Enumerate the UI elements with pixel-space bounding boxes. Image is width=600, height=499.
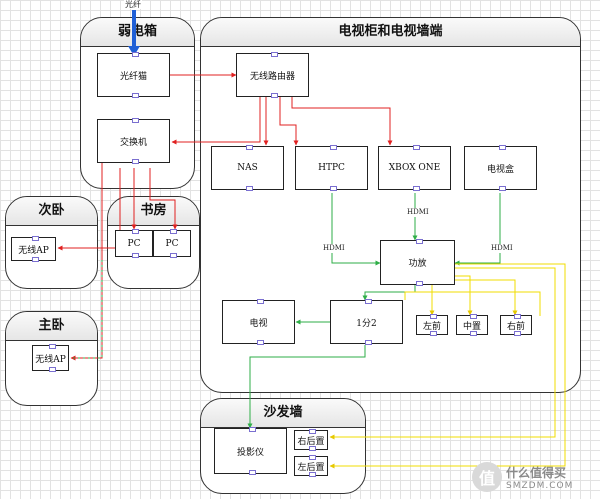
connector-handle bbox=[514, 331, 521, 336]
wire-switch-pc2 bbox=[149, 168, 178, 230]
connector-handle bbox=[131, 118, 139, 123]
connector-handle bbox=[364, 299, 372, 304]
connector-handle bbox=[309, 446, 316, 451]
wire-router-xbox bbox=[291, 97, 393, 146]
fiber-modem-node[interactable]: 光纤猫 bbox=[97, 52, 170, 98]
xbox-node[interactable]: XBOX ONE bbox=[378, 145, 451, 191]
connector-handle bbox=[170, 253, 177, 258]
fiber-input-arrowhead bbox=[128, 46, 140, 56]
pc-2-node[interactable]: PC bbox=[153, 229, 191, 258]
connector-handle bbox=[248, 427, 256, 432]
center-speaker-node[interactable]: 中置 bbox=[456, 314, 488, 336]
connector-handle bbox=[131, 52, 139, 57]
connector-handle bbox=[412, 186, 420, 191]
ap-master-bedroom-node[interactable]: 无线AP bbox=[32, 344, 69, 372]
watermark-domain: SMZDM.COM bbox=[506, 480, 574, 491]
router-node[interactable]: 无线路由器 bbox=[236, 52, 309, 98]
wire-amp-rear-right bbox=[329, 267, 556, 440]
connector-handle bbox=[131, 93, 139, 98]
connector-handle bbox=[514, 314, 521, 319]
wire-router-switch bbox=[171, 97, 261, 145]
connector-handle bbox=[245, 145, 253, 150]
connector-handle bbox=[270, 52, 278, 57]
connector-handle bbox=[48, 344, 56, 349]
connector-handle bbox=[48, 367, 56, 372]
connector-handle bbox=[132, 229, 139, 234]
connector-handle bbox=[309, 429, 316, 434]
connector-handle bbox=[498, 186, 506, 191]
htpc-node[interactable]: HTPC bbox=[295, 145, 368, 191]
connector-handle bbox=[430, 331, 437, 336]
connector-handle bbox=[364, 340, 372, 345]
connector-handle bbox=[31, 236, 39, 241]
front-left-speaker-node[interactable]: 左前 bbox=[416, 314, 448, 336]
connector-handle bbox=[256, 299, 264, 304]
wire-amp-speaker-bus bbox=[404, 291, 541, 316]
wire-amp-rear-left bbox=[329, 263, 566, 469]
connector-handle bbox=[248, 470, 256, 475]
connector-handle bbox=[329, 186, 337, 191]
wire-amp-center bbox=[455, 275, 473, 316]
tvbox-hdmi-label: HDMI bbox=[490, 244, 514, 253]
switch-node[interactable]: 交换机 bbox=[97, 118, 170, 164]
xbox-hdmi-label: HDMI bbox=[406, 208, 430, 217]
watermark: 值 什么值得买 SMZDM.COM bbox=[472, 459, 594, 495]
connector-handle bbox=[309, 455, 316, 460]
connector-handle bbox=[415, 239, 423, 244]
wire-htpc-amplifier bbox=[331, 193, 381, 266]
connector-handle bbox=[430, 314, 437, 319]
amplifier-node[interactable]: 功放 bbox=[380, 239, 455, 286]
connector-handle bbox=[309, 472, 316, 477]
zone-sofa-wall-title: 沙发墙 bbox=[201, 399, 365, 428]
connector-handle bbox=[31, 257, 39, 262]
watermark-logo-icon: 值 bbox=[472, 462, 502, 492]
wire-splitter-projector bbox=[247, 345, 366, 429]
connector-handle bbox=[270, 93, 278, 98]
wire-switch-ap-second bbox=[57, 168, 121, 251]
watermark-title: 什么值得买 bbox=[506, 465, 567, 480]
connector-handle bbox=[170, 229, 177, 234]
nas-node[interactable]: NAS bbox=[211, 145, 284, 191]
htpc-hdmi-label: HDMI bbox=[322, 244, 346, 253]
tv-box-node[interactable]: 电视盒 bbox=[464, 145, 537, 191]
connector-handle bbox=[470, 314, 477, 319]
connector-handle bbox=[412, 145, 420, 150]
wire-tvbox-amplifier bbox=[454, 193, 501, 266]
connector-handle bbox=[470, 331, 477, 336]
front-right-speaker-node[interactable]: 右前 bbox=[500, 314, 532, 336]
rear-left-speaker-node[interactable]: 左后置 bbox=[294, 455, 328, 477]
zone-weak-box-title: 弱电箱 bbox=[81, 18, 194, 47]
zone-second-bedroom-title: 次卧 bbox=[6, 197, 97, 226]
pc-1-node[interactable]: PC bbox=[115, 229, 153, 258]
connector-handle bbox=[131, 159, 139, 164]
projector-node[interactable]: 投影仪 bbox=[214, 427, 287, 475]
connector-handle bbox=[415, 281, 423, 286]
connector-handle bbox=[329, 145, 337, 150]
wire-amp-front-right bbox=[455, 279, 518, 316]
fiber-input-label: 光纤 bbox=[124, 0, 142, 9]
wire-router-htpc bbox=[279, 97, 299, 146]
tv-node[interactable]: 电视 bbox=[222, 299, 295, 345]
zone-tv-wall-title: 电视柜和电视墙端 bbox=[201, 18, 580, 47]
wire-switch-ap-master bbox=[70, 162, 103, 361]
ap-second-bedroom-node[interactable]: 无线AP bbox=[11, 236, 56, 262]
connector-handle bbox=[256, 340, 264, 345]
connector-handle bbox=[132, 253, 139, 258]
zone-study-title: 书房 bbox=[108, 197, 199, 226]
connector-handle bbox=[245, 186, 253, 191]
splitter-node[interactable]: 1分2 bbox=[330, 299, 403, 345]
wire-amplifier-splitter bbox=[362, 285, 416, 301]
connector-handle bbox=[498, 145, 506, 150]
zone-master-bedroom-title: 主卧 bbox=[6, 312, 97, 341]
rear-right-speaker-node[interactable]: 右后置 bbox=[294, 429, 328, 451]
wire-ap-master-green bbox=[72, 260, 103, 359]
